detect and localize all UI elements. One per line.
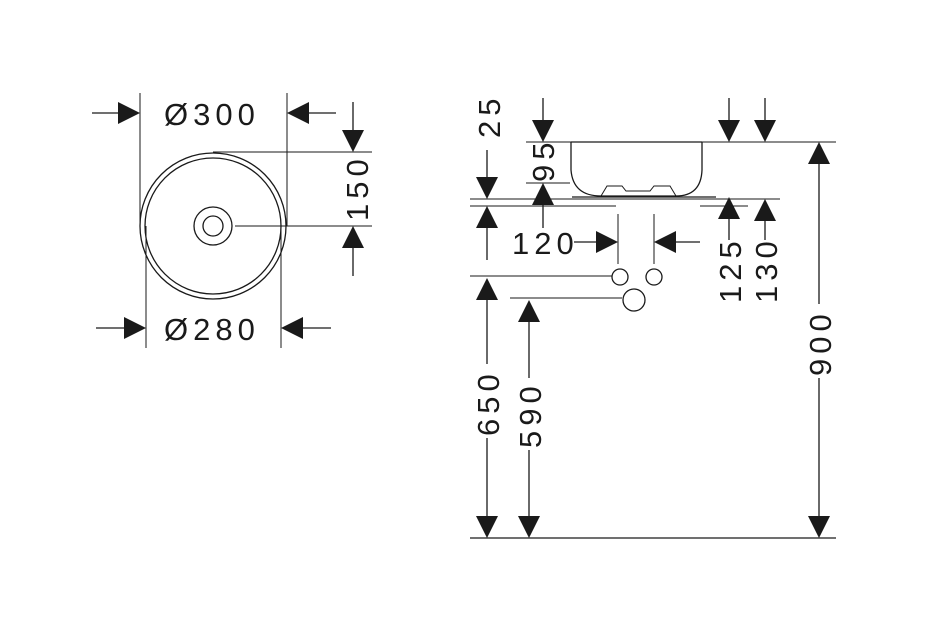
arrow-95-bottom: [476, 206, 498, 228]
arrow-300-right: [287, 102, 309, 124]
label-dim-130: 130: [749, 236, 784, 303]
label-dim-590: 590: [513, 381, 548, 448]
arrow-650-top: [476, 278, 498, 300]
arrow-130-top: [754, 120, 776, 142]
supply-connection-right: [645, 268, 663, 286]
waste-connection: [622, 288, 646, 312]
arrow-650-bottom: [476, 516, 498, 538]
label-dim-150: 150: [340, 154, 375, 221]
label-diameter-280: Ø280: [164, 312, 260, 347]
arrow-280-right: [281, 317, 303, 339]
drain-outer-circle: [193, 206, 233, 246]
label-dim-900: 900: [803, 309, 838, 376]
arrow-120-left: [596, 231, 618, 253]
arrow-95-top: [476, 177, 498, 199]
side-view: 25 95 120 125 130 900: [470, 94, 838, 539]
arrow-125-bottom: [718, 197, 740, 219]
arrow-300-left: [118, 102, 140, 124]
basin-side-profile: [570, 142, 703, 197]
top-view: Ø300 Ø280 150: [92, 93, 375, 348]
arrow-125-top: [718, 120, 740, 142]
arrow-150-top: [342, 130, 364, 152]
supply-connection-left: [611, 268, 629, 286]
label-dim-95: 95: [526, 138, 561, 182]
arrow-590-bottom: [518, 516, 540, 538]
arrow-25: [532, 120, 554, 142]
label-dim-25: 25: [472, 94, 507, 138]
arrow-900-bottom: [808, 516, 830, 538]
arrow-280-left: [124, 317, 146, 339]
basin-foot: [600, 185, 677, 197]
arrow-590-top: [518, 300, 540, 322]
label-dim-120: 120: [512, 226, 579, 261]
arrow-150-bottom: [342, 226, 364, 248]
label-diameter-300: Ø300: [164, 97, 260, 132]
arrow-120-right: [654, 231, 676, 253]
arrow-900-top: [808, 142, 830, 164]
label-dim-125: 125: [713, 236, 748, 303]
arrow-95-upper: [532, 183, 554, 205]
label-dim-650: 650: [471, 369, 506, 436]
arrow-130-bottom: [754, 199, 776, 221]
drain-inner-circle: [202, 215, 224, 237]
